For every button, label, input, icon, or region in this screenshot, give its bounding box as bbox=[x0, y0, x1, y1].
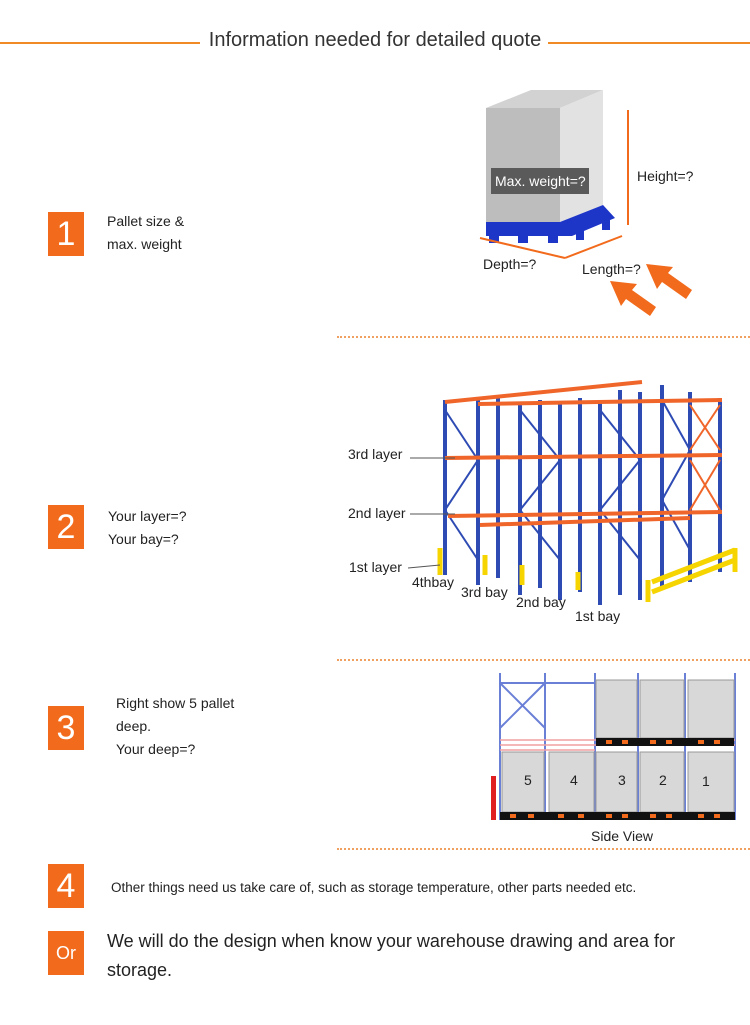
side-view-diagram bbox=[491, 673, 736, 820]
step-2-text: Your layer=?Your bay=? bbox=[108, 508, 187, 547]
step-4-text: Other things need us take care of, such … bbox=[111, 880, 637, 895]
max-weight-label: Max. weight=? bbox=[495, 173, 586, 189]
title-line-left bbox=[0, 42, 200, 44]
box-top bbox=[486, 90, 603, 108]
step-1-text: Pallet size &max. weight bbox=[107, 213, 185, 252]
bay-label-2: 2nd bay bbox=[516, 594, 566, 610]
weight-label-bg bbox=[491, 168, 589, 194]
guard-post bbox=[491, 776, 496, 820]
pallet-foot bbox=[489, 236, 499, 243]
divider bbox=[337, 848, 750, 850]
position-5: 5 bbox=[524, 772, 532, 788]
step-4-badge: 4 bbox=[48, 864, 84, 908]
length-label: Length=? bbox=[582, 261, 641, 277]
side-view-caption: Side View bbox=[591, 828, 654, 844]
bay-label-3: 3rd bay bbox=[461, 584, 508, 600]
pallet-foot bbox=[602, 220, 610, 230]
title-line-right bbox=[548, 42, 750, 44]
layer-label-2: 2nd layer bbox=[348, 505, 406, 521]
position-3: 3 bbox=[618, 772, 626, 788]
step-2-badge: 2 bbox=[48, 505, 84, 549]
length-dimension bbox=[564, 235, 623, 259]
pallet-foot bbox=[576, 230, 584, 240]
page-title: Information needed for detailed quote bbox=[206, 29, 544, 51]
position-1: 1 bbox=[702, 773, 710, 789]
bay-label-4: 4thbay bbox=[412, 574, 455, 590]
arrow-icon bbox=[610, 264, 692, 316]
bay-label-1: 1st bay bbox=[575, 608, 621, 624]
divider bbox=[337, 659, 750, 661]
position-2: 2 bbox=[659, 772, 667, 788]
depth-dimension bbox=[479, 237, 566, 259]
depth-label: Depth=? bbox=[483, 256, 537, 272]
height-label: Height=? bbox=[637, 168, 694, 184]
layer-label-1: 1st layer bbox=[349, 559, 402, 575]
divider bbox=[337, 336, 750, 338]
step-3-badge: 3 bbox=[48, 706, 84, 750]
step-1-badge: 1 bbox=[48, 212, 84, 256]
rack-diagram bbox=[407, 380, 738, 605]
position-4: 4 bbox=[570, 772, 578, 788]
pallet-deck bbox=[486, 205, 615, 236]
pallet-box-diagram bbox=[479, 90, 692, 316]
layer-label-3: 3rd layer bbox=[348, 446, 403, 462]
step-or-text: We will do the design when know your war… bbox=[107, 931, 675, 980]
pallet-foot bbox=[518, 236, 528, 243]
step-or-badge: Or bbox=[48, 931, 84, 975]
pallet-foot bbox=[548, 236, 558, 243]
